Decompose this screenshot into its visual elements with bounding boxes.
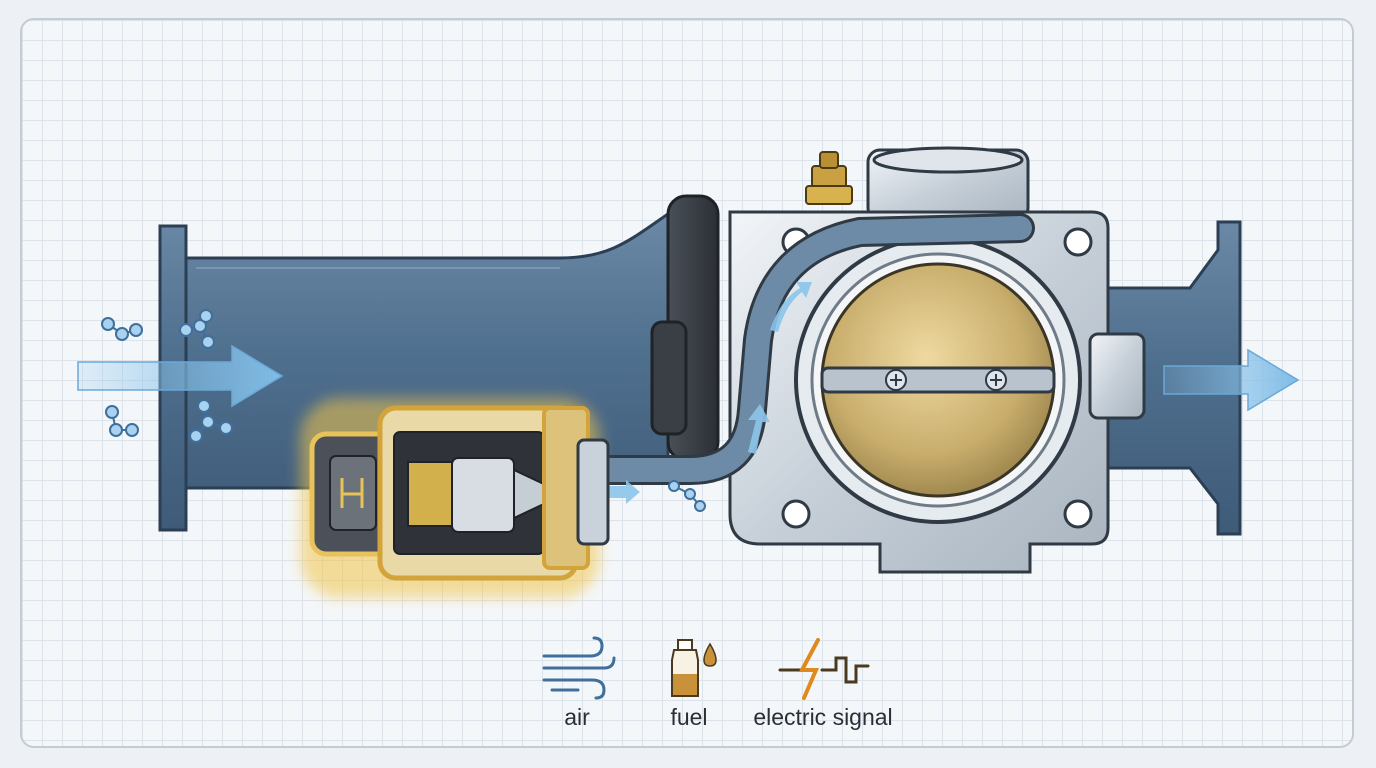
legend: [542, 636, 870, 700]
molecule-icon: [105, 405, 139, 437]
molecule-icon: [101, 317, 143, 341]
wind-icon: [542, 636, 616, 700]
legend-label-air: air: [564, 704, 590, 730]
molecule-icon: [179, 309, 215, 349]
brass-fitting: [805, 151, 853, 205]
screw-icon: [985, 369, 1007, 391]
fuel-bottle-icon: [671, 639, 717, 697]
legend-label-fuel: fuel: [670, 704, 708, 730]
throttle-plate: [820, 262, 1056, 498]
lightning-signal-icon: [778, 638, 870, 700]
inlet-airflow-arrow: [77, 344, 284, 408]
screw-icon: [885, 369, 907, 391]
molecule-icon: [668, 480, 706, 512]
molecule-icon: [189, 399, 233, 443]
injector-valve: [300, 398, 610, 598]
legend-label-electric-signal: electric signal: [753, 704, 893, 730]
outlet-airflow-arrow: [1163, 348, 1300, 412]
air-molecule-icons: [101, 309, 706, 512]
